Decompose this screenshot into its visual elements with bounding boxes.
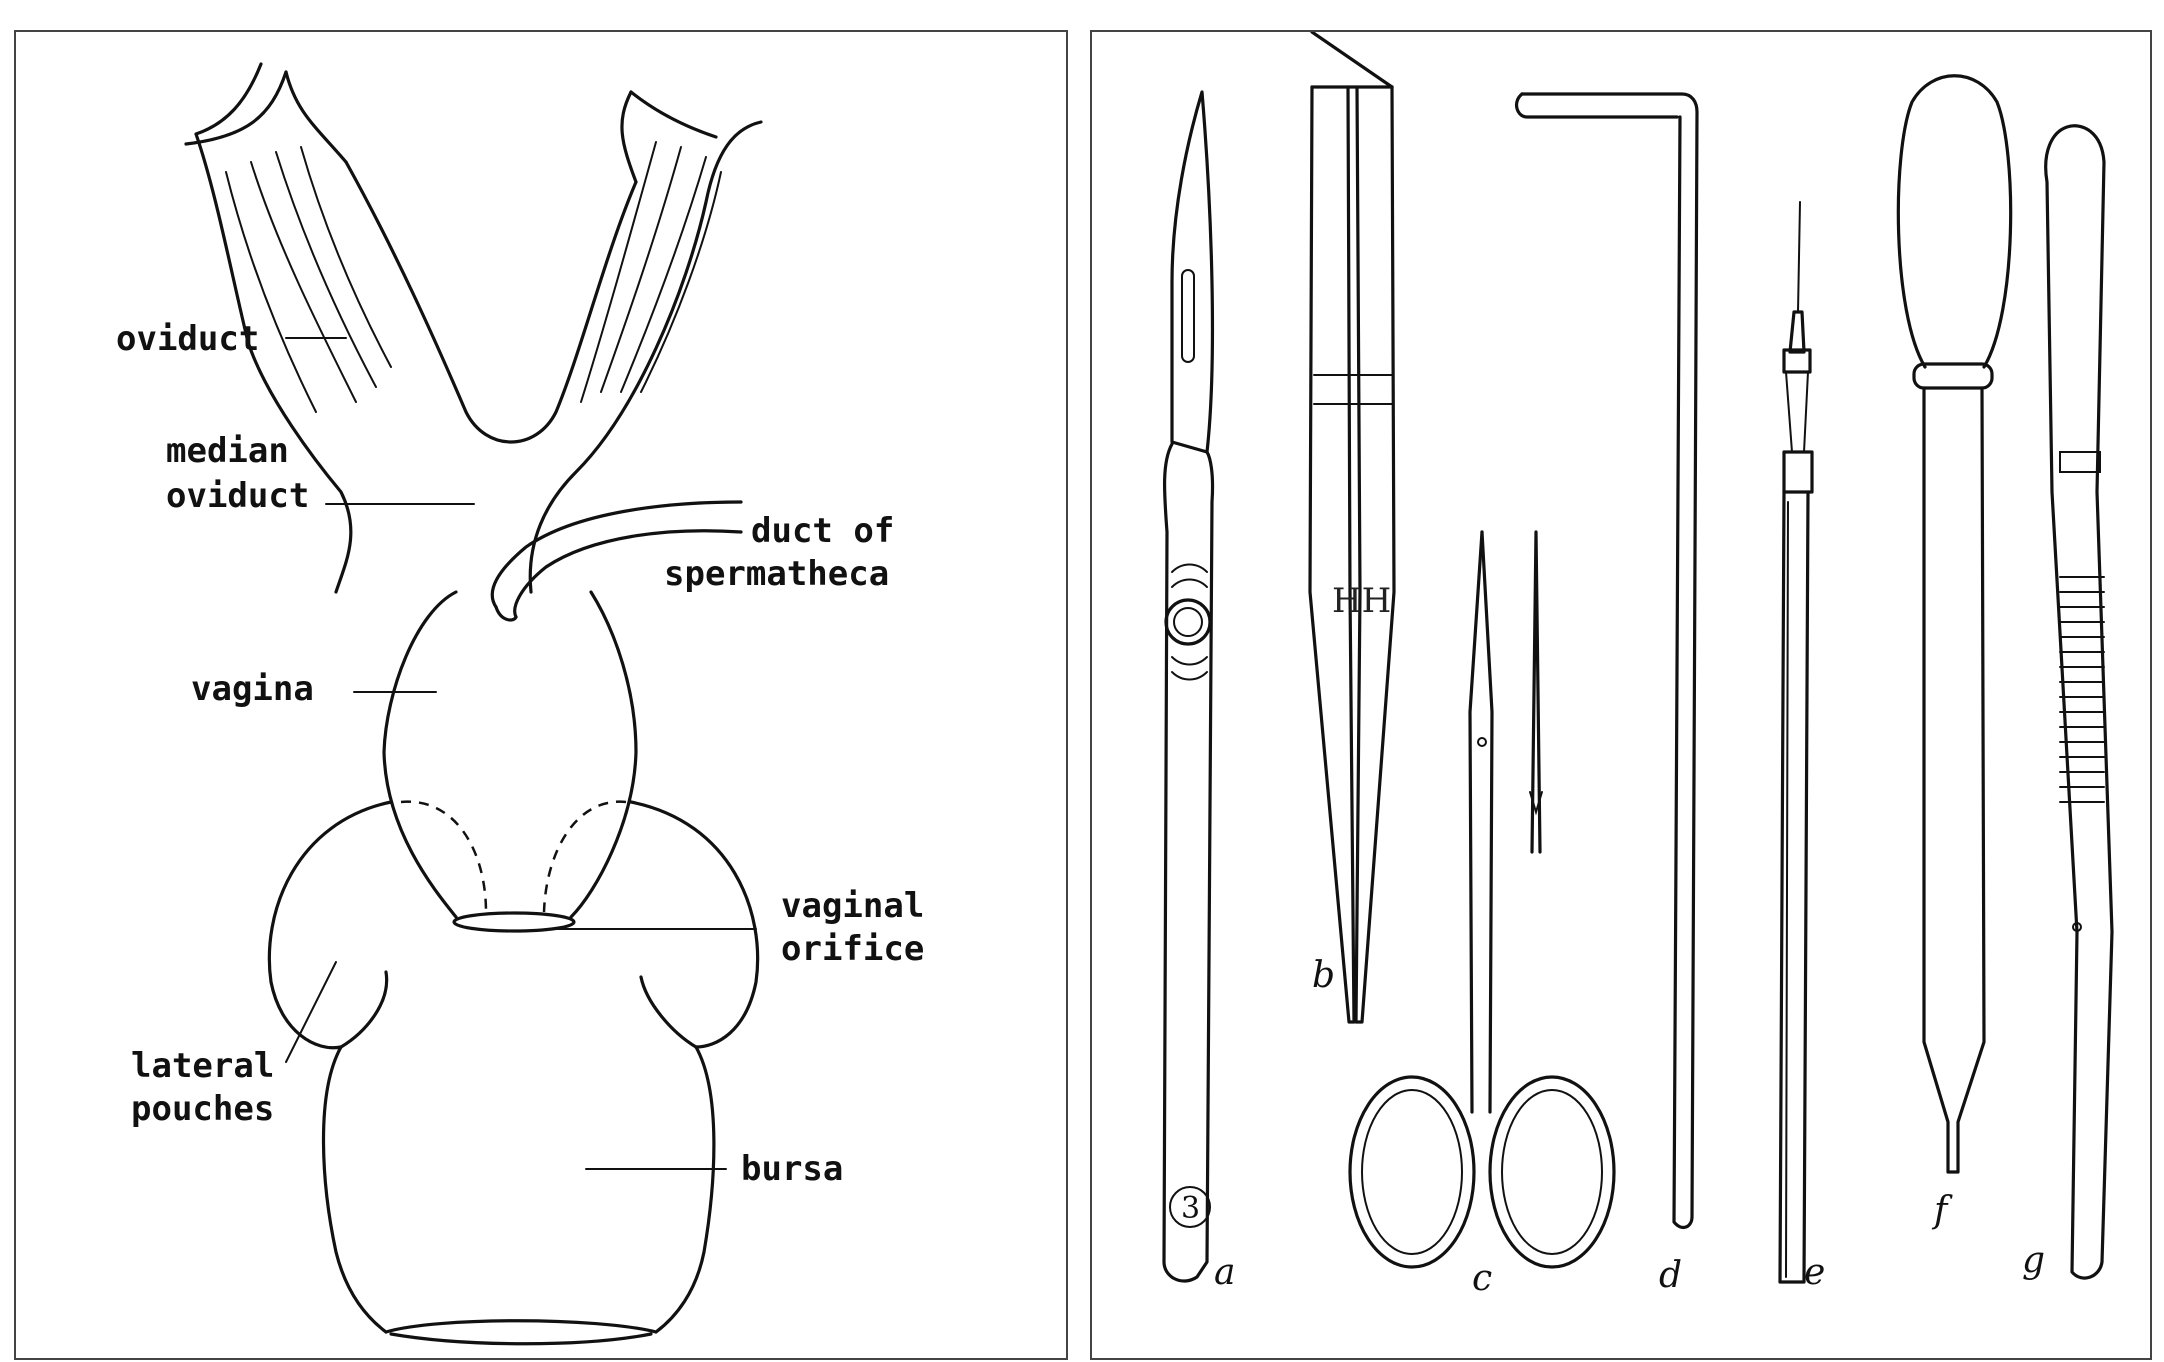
oviduct-shape [184, 62, 763, 594]
forceps-mark: HH [1332, 581, 1391, 621]
reproductive-tract-panel: oviduct median oviduct duct of spermathe… [14, 30, 1068, 1360]
bent-probe-drawing [1514, 92, 1699, 1230]
tool-letter-b: b [1312, 955, 1335, 996]
blunt-forceps-drawing [2044, 124, 2114, 1280]
label-oviduct: oviduct [116, 319, 259, 359]
label-lateral-pouches-line1: lateral [131, 1046, 274, 1086]
label-vaginal-orifice-line1: vaginal [781, 886, 924, 926]
label-lateral-pouches-line2: pouches [131, 1089, 274, 1129]
label-duct-of-spermatheca-line1: duct of [751, 511, 894, 551]
reproductive-tract-drawing: oviduct median oviduct duct of spermathe… [116, 62, 924, 1346]
spermatheca-duct-shape [490, 500, 743, 622]
dissecting-needle-drawing [1778, 201, 1814, 1284]
tool-letter-f: f [1931, 1190, 1953, 1231]
leader-lines [285, 337, 757, 1170]
label-bursa: bursa [741, 1149, 843, 1189]
fine-forceps-drawing: HH [1308, 32, 1396, 1024]
scissors-drawing [1348, 530, 1616, 1269]
tool-letter-d: d [1659, 1255, 1682, 1296]
scalpel-drawing: 3 [1162, 90, 1215, 1283]
label-median-oviduct-line2: oviduct [166, 476, 309, 516]
scalpel-number: 3 [1181, 1191, 1200, 1226]
bursa-shape [321, 970, 716, 1346]
lateral-pouches-shape [267, 800, 760, 1050]
vagina-shape [382, 590, 638, 933]
label-vagina: vagina [191, 669, 314, 709]
tool-letter-e: e [1804, 1252, 1825, 1293]
pipette-drawing [1896, 74, 2013, 1174]
dissection-tools-panel: 3 HH [1090, 30, 2152, 1360]
tool-letter-g: g [2022, 1240, 2045, 1281]
label-duct-of-spermatheca-line2: spermatheca [664, 554, 889, 594]
tool-letter-c: c [1472, 1258, 1492, 1299]
label-median-oviduct-line1: median [166, 431, 289, 471]
label-vaginal-orifice-line2: orifice [781, 929, 924, 969]
tool-letter-a: a [1214, 1252, 1235, 1293]
dissection-tools-drawing: 3 HH [1162, 32, 2114, 1299]
